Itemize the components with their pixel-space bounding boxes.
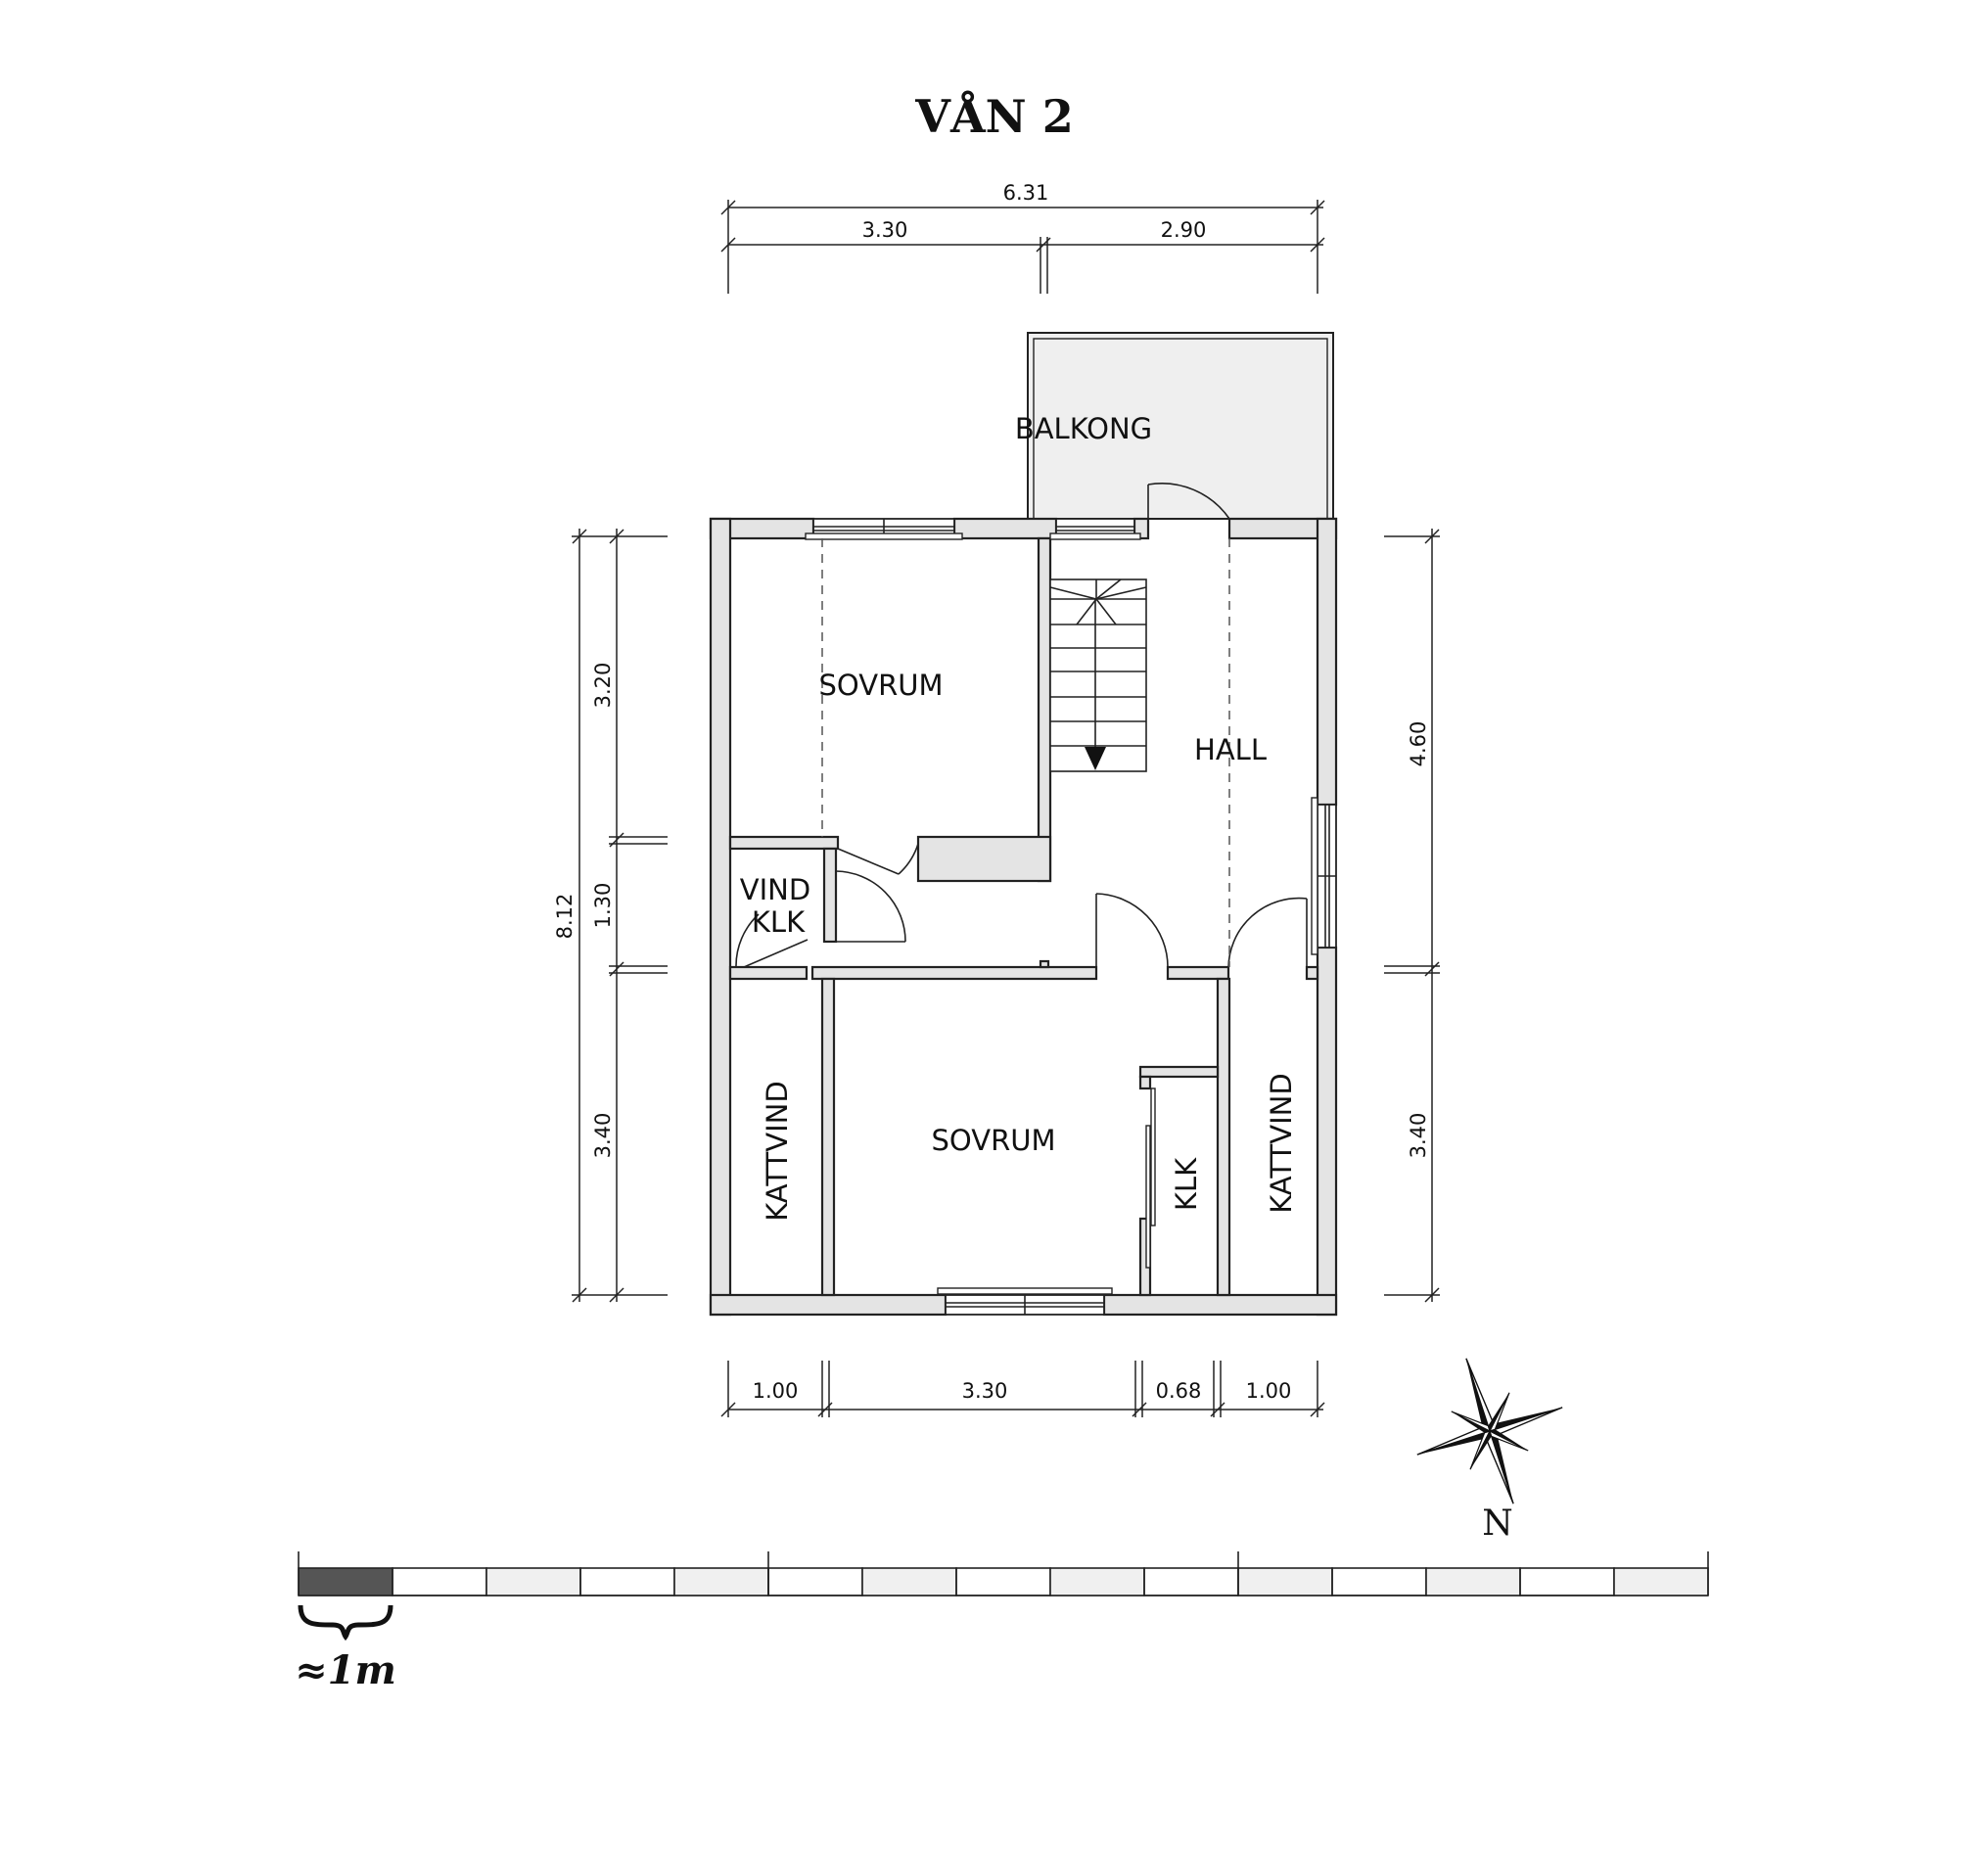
door-sovrum-top [837,843,919,875]
room-labels: BALKONG SOVRUM HALL VIND KLK KATTVIND SO… [740,412,1298,1222]
scale-segment [1049,1567,1145,1596]
door-kattvind-left [735,913,809,968]
scale-segment [1613,1567,1709,1596]
window-top-hall [1049,518,1141,540]
scale-segment [861,1567,957,1596]
dim-left-total: 8.12 [553,894,577,940]
dim-top-left: 3.30 [862,218,908,242]
scale-segment [955,1567,1051,1596]
window-bottom [937,1287,1113,1316]
compass-north-label: N [1482,1503,1513,1544]
compass-icon [1416,1358,1563,1504]
dim-bottom-4: 1.00 [1246,1379,1292,1403]
staircase [1049,578,1147,772]
scale-segment [392,1567,487,1596]
scale-segment [673,1567,769,1596]
scale-segment [579,1567,675,1596]
right-dimensions: 4.60 3.40 [1384,529,1440,1303]
dim-bottom-1: 1.00 [753,1379,799,1403]
label-sovrum-top: SOVRUM [819,669,944,702]
scale-segment [1237,1567,1333,1596]
label-klk: KLK [1170,1157,1203,1211]
scale-brace-icon [298,1604,393,1642]
dim-right-lower: 3.40 [1407,1113,1430,1159]
label-sovrum-bottom: SOVRUM [932,1124,1056,1157]
door-vind-klk [835,870,906,943]
scale-segment [1519,1567,1615,1596]
scale-segment [1331,1567,1427,1596]
label-vind: VIND [740,873,810,906]
label-kattvind-left: KATTVIND [761,1081,794,1221]
scale-segment [485,1567,581,1596]
dim-top-total: 6.31 [1003,181,1049,205]
label-balkong: BALKONG [1015,412,1152,445]
walls [709,517,1338,1317]
label-kattvind-right: KATTVIND [1265,1073,1298,1213]
label-hall: HALL [1194,733,1267,766]
dim-left-middle: 1.30 [591,883,615,929]
scale-bar: ≈1m [295,1551,1709,1693]
door-balcony [1147,483,1230,536]
dim-right-upper: 4.60 [1407,721,1430,767]
plan-title: VÅN 2 [914,89,1073,143]
doors [735,483,1308,1269]
dim-top-right: 2.90 [1161,218,1207,242]
dim-bottom-3: 0.68 [1156,1379,1202,1403]
window-right-hall [1311,797,1337,955]
left-dimensions: 8.12 3.20 1.30 3.40 [553,529,668,1303]
label-vind-klk: KLK [752,905,806,939]
scale-segment [298,1567,393,1596]
scale-segment [1425,1567,1521,1596]
roof-slope-lines [821,538,1230,967]
dim-bottom-2: 3.30 [962,1379,1008,1403]
windows [805,518,1337,1316]
dim-left-lower: 3.40 [591,1113,615,1159]
door-sovrum-bottom [1095,893,1169,968]
top-dimensions: 6.31 3.30 2.90 [720,181,1325,294]
scale-segment [1143,1567,1239,1596]
bottom-dimensions: 1.00 3.30 0.68 1.00 [720,1361,1325,1417]
door-kattvind-right [1227,897,1308,970]
stair-arrow-icon [1085,747,1106,770]
scale-segment [767,1567,863,1596]
scale-label: ≈1m [295,1647,396,1693]
door-klk-sliding [1145,1087,1156,1269]
dim-left-upper: 3.20 [591,663,615,709]
balcony [1027,332,1334,520]
window-top-left [805,518,963,540]
